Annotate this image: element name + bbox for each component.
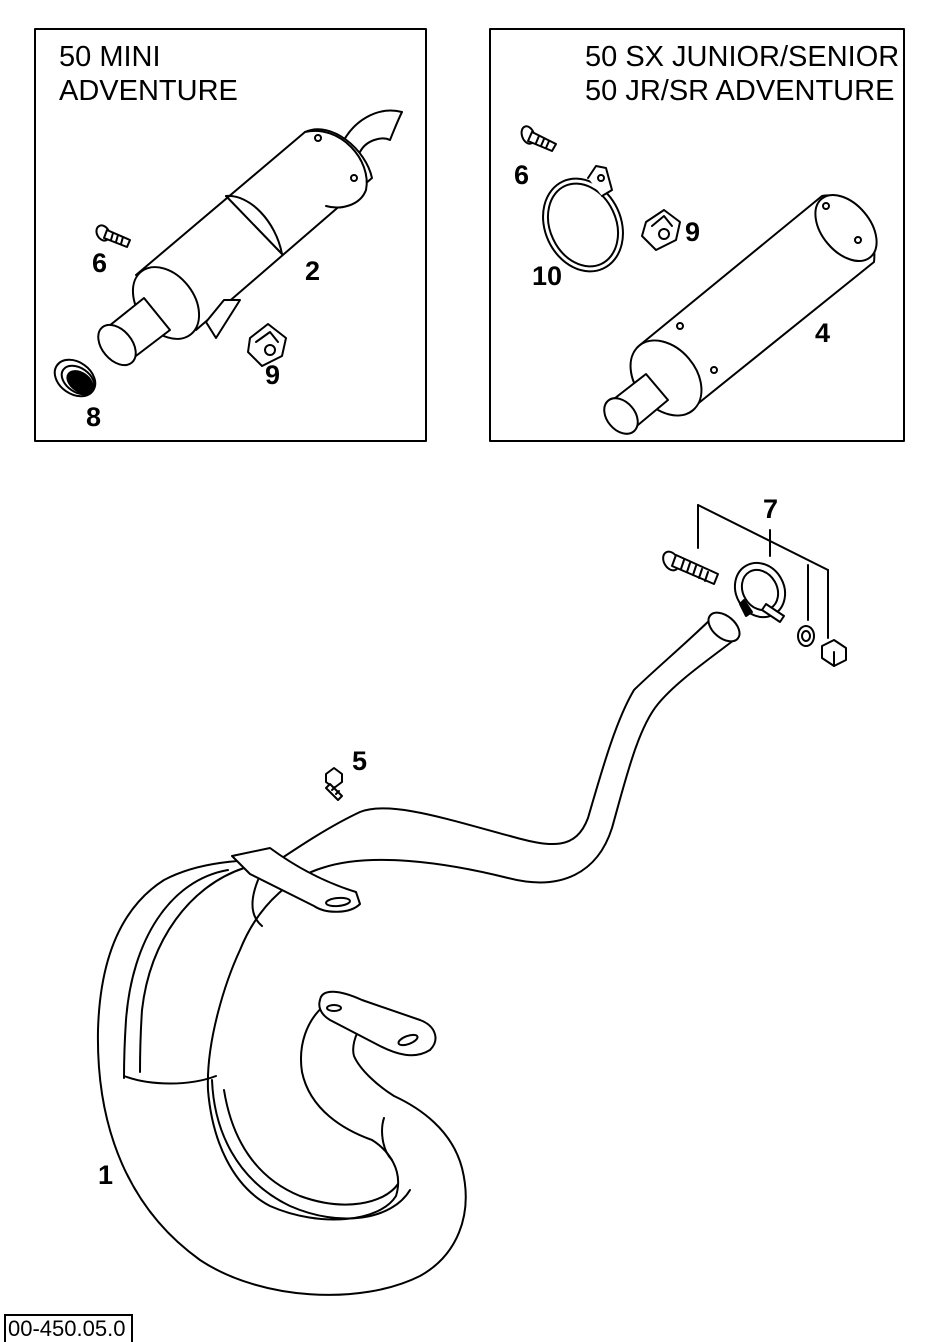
- callout-right-screw[interactable]: 6: [514, 160, 530, 190]
- silencer-junior-senior[interactable]: [597, 183, 888, 440]
- screw-right[interactable]: [519, 124, 557, 152]
- callout-left-clip-nut[interactable]: 9: [265, 360, 281, 390]
- exhaust-pipe[interactable]: [96, 607, 745, 1296]
- callout-exhaust-pipe[interactable]: 1: [98, 1160, 114, 1190]
- callout-left-silencer[interactable]: 2: [305, 256, 321, 286]
- callout-left-screw[interactable]: 6: [92, 248, 108, 278]
- right-panel-title-line2: 50 JR/SR ADVENTURE: [585, 75, 895, 107]
- left-panel-title-line1: 50 MINI: [59, 41, 161, 73]
- silencer-mini[interactable]: [91, 109, 403, 373]
- callout-right-silencer[interactable]: 4: [815, 318, 831, 348]
- right-panel-frame: [489, 28, 905, 442]
- callout-right-bracket[interactable]: 10: [532, 261, 563, 291]
- left-panel-frame: [34, 28, 427, 442]
- callout-right-clip-nut[interactable]: 9: [685, 217, 701, 247]
- screw-pipe[interactable]: [325, 767, 343, 801]
- drawing-code-label: 00-450.05.0: [4, 1314, 134, 1342]
- right-panel-title-line1: 50 SX JUNIOR/SENIOR: [585, 41, 900, 73]
- clamp-set[interactable]: [660, 504, 847, 667]
- callout-clamp-set[interactable]: 7: [763, 494, 779, 524]
- screw-left[interactable]: [94, 223, 131, 248]
- left-panel-title-line2: ADVENTURE: [59, 75, 238, 107]
- callout-pipe-screw[interactable]: 5: [352, 746, 368, 776]
- mounting-bracket[interactable]: [528, 165, 637, 284]
- sleeve-left[interactable]: [48, 352, 102, 403]
- clip-nut-right[interactable]: [641, 209, 681, 251]
- clip-nut-left[interactable]: [247, 323, 287, 367]
- callout-left-sleeve[interactable]: 8: [86, 402, 102, 432]
